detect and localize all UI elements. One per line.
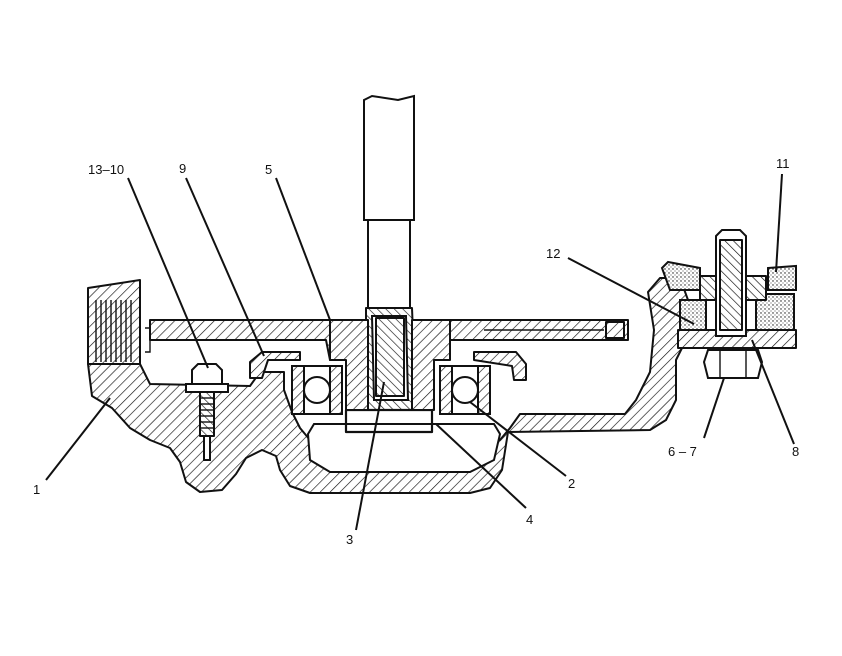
label-13-10: 13–10 (88, 162, 124, 177)
callouts: 13–10 9 5 1 3 4 2 12 11 8 6 – 7 (33, 156, 799, 547)
leader-2 (469, 401, 567, 477)
leader-lines (45, 173, 795, 531)
bearing-right (439, 365, 491, 415)
retainer-left (249, 351, 301, 379)
label-2: 2 (568, 476, 575, 491)
leader-3 (355, 381, 385, 531)
leader-4 (435, 423, 527, 509)
leader-13-10 (127, 177, 209, 369)
leader-5 (275, 177, 331, 321)
label-11: 11 (776, 156, 790, 171)
retainer-right (473, 351, 527, 381)
leader-8 (751, 339, 795, 445)
label-4: 4 (526, 512, 533, 527)
leader-11 (775, 173, 783, 273)
label-12: 12 (546, 246, 560, 261)
leader-12 (567, 257, 695, 325)
label-1: 1 (33, 482, 40, 497)
leader-1 (45, 397, 111, 481)
fins (95, 300, 132, 362)
label-3: 3 (346, 532, 353, 547)
bolt-left (185, 363, 229, 461)
label-6-7: 6 – 7 (668, 444, 697, 459)
shaft (344, 94, 434, 434)
leader-6-7 (703, 377, 725, 439)
hub (329, 319, 451, 411)
leader-9 (185, 177, 265, 357)
label-9: 9 (179, 161, 186, 176)
label-8: 8 (792, 444, 799, 459)
bearing-left (291, 365, 343, 415)
bolt-right (702, 229, 764, 379)
label-5: 5 (265, 162, 272, 177)
